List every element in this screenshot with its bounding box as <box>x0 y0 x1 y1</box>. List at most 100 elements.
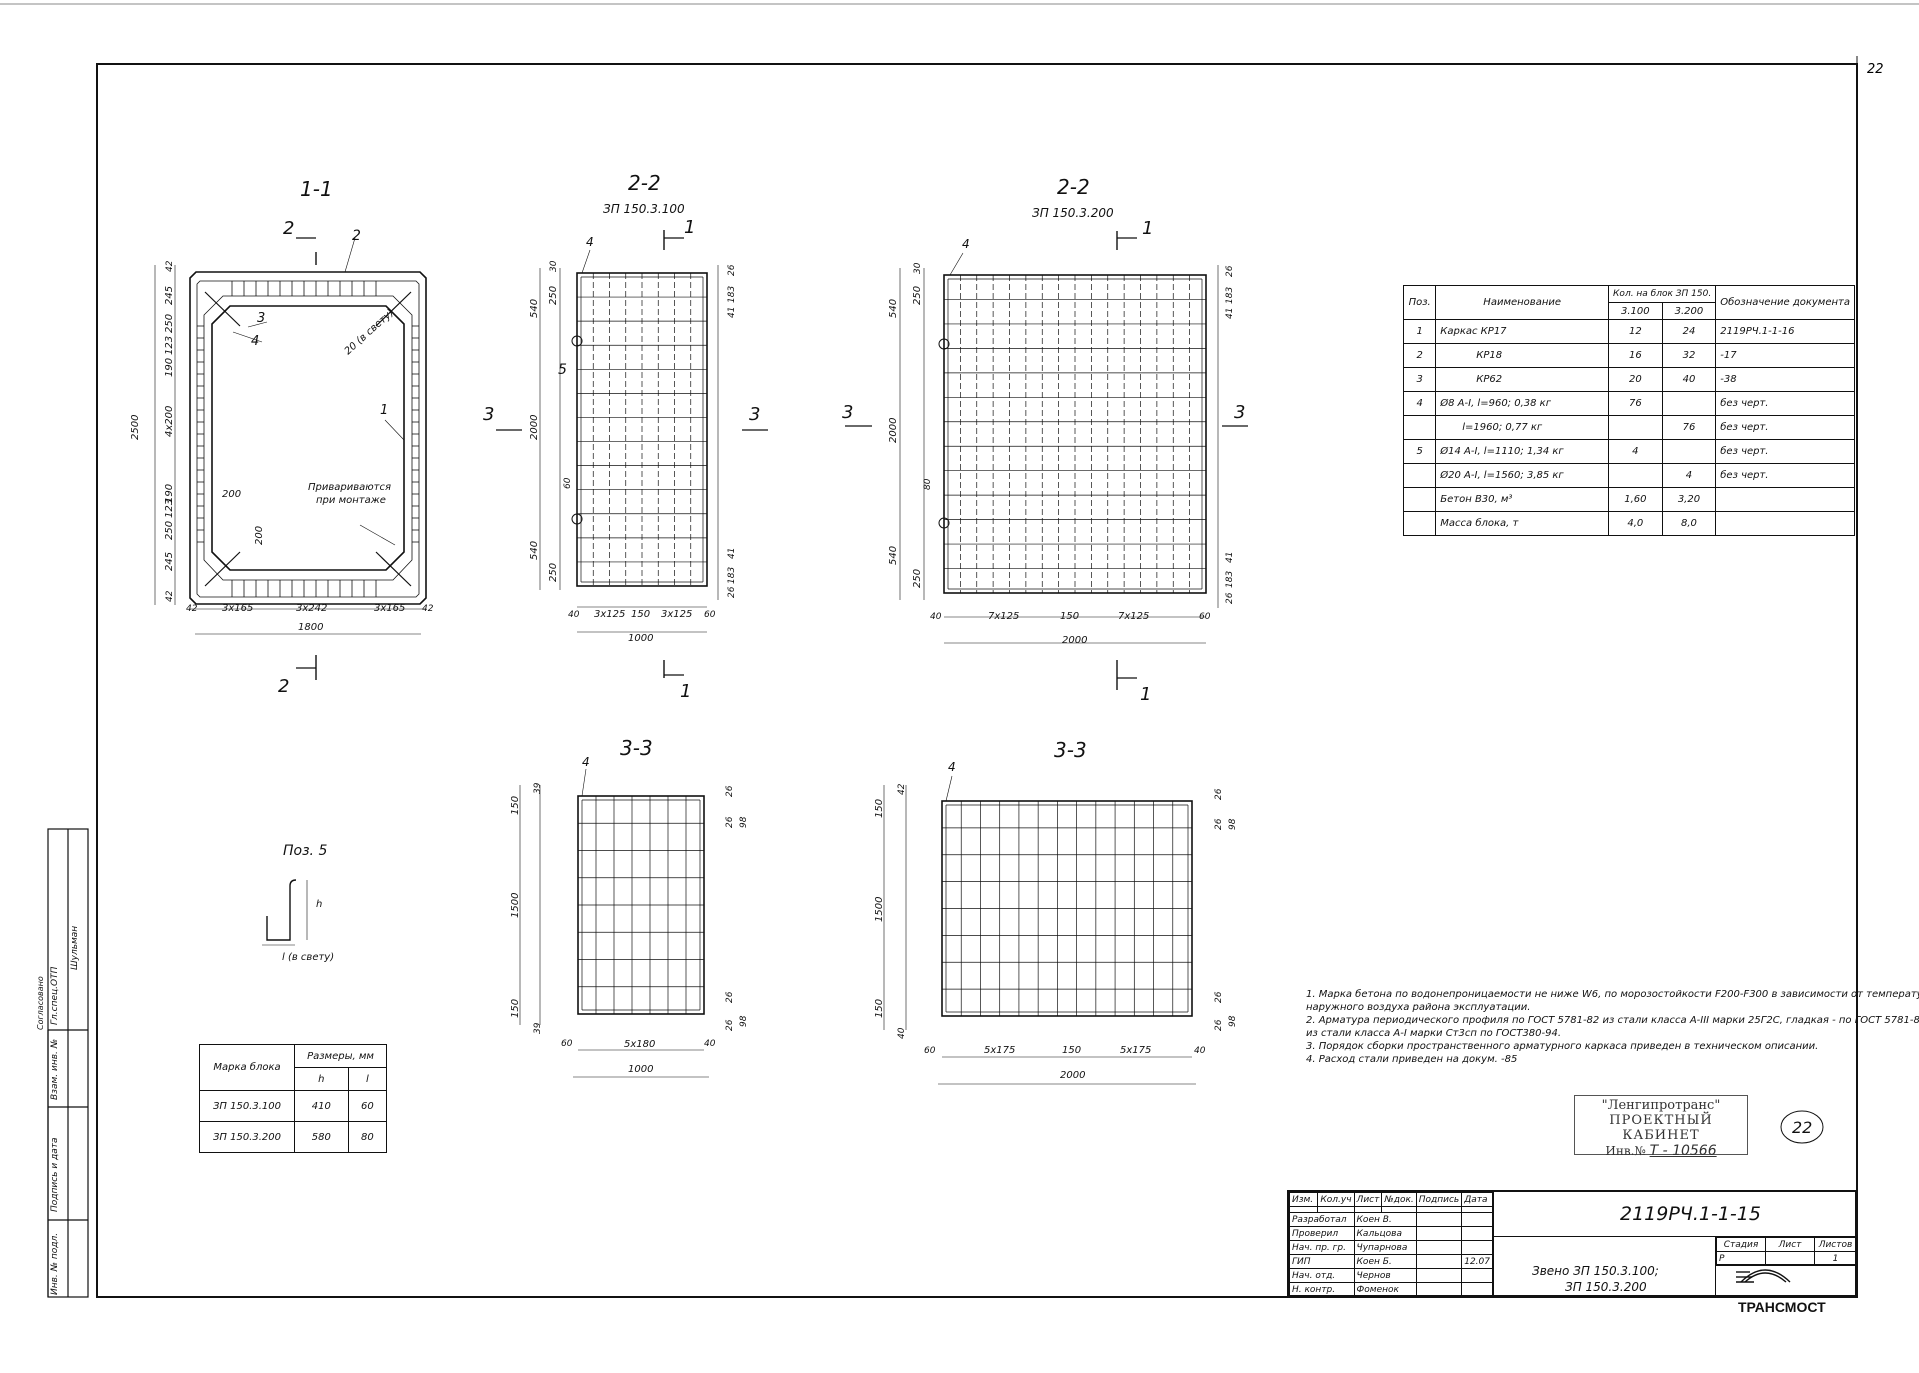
cut-3-left-a: 3 <box>483 404 494 425</box>
stamp-circle-number: 22 <box>1792 1118 1812 1137</box>
side-stamp-frame <box>47 828 89 1298</box>
spec-cell <box>1608 463 1663 488</box>
spec-cell: 20 <box>1608 367 1663 392</box>
spec-cell: 12 <box>1608 319 1663 344</box>
dimension-label: 190 <box>164 484 175 503</box>
section-3-3-large <box>883 775 1196 1085</box>
sizes-cell: 60 <box>347 1090 388 1122</box>
cut-3-right-b: 3 <box>1234 402 1245 423</box>
tb-cell: Разработал <box>1289 1212 1355 1227</box>
stamp-line-2: ПРОЕКТНЫЙ КАБИНЕТ <box>1609 1113 1713 1143</box>
tb-cell <box>1415 1268 1463 1283</box>
dimension-label: 3x242 <box>296 603 327 614</box>
note-line: 3. Порядок сборки пространственного арма… <box>1306 1041 1819 1052</box>
tb-cell <box>1415 1212 1463 1227</box>
dimension-label: 98 <box>739 816 749 828</box>
section-1-1 <box>154 237 427 680</box>
spec-cell: 4 <box>1661 463 1717 488</box>
dimension-label: 26 <box>1214 818 1224 830</box>
tb-header-cell: Дата <box>1461 1192 1493 1207</box>
dimension-label: 40 <box>704 1039 716 1049</box>
dimension-label: 150 <box>874 999 885 1018</box>
general-notes: 1. Марка бетона по водонепроницаемости н… <box>1306 988 1919 1066</box>
spec-cell: 24 <box>1661 319 1717 344</box>
dimension-label: 60 <box>924 1046 936 1056</box>
dimension-label: 39 <box>533 782 543 794</box>
sizes-cell: 410 <box>294 1090 349 1122</box>
section-2-2-large-sub: ЗП 150.3.200 <box>1032 206 1114 220</box>
dimension-label: 26 <box>1225 265 1235 277</box>
spec-cell: 3 <box>1402 367 1437 392</box>
dimension-label: 183 <box>1225 287 1235 304</box>
cut-3-left-b: 3 <box>842 402 853 423</box>
dimension-label: 98 <box>1228 1015 1238 1027</box>
title-block-signatures: Изм. Кол.уч Лист №док. Подпись Дата Разр… <box>1288 1192 1493 1297</box>
dimension-label: 3x165 <box>222 603 253 614</box>
spec-cell: Бетон В30, м³ <box>1435 487 1610 512</box>
spec-cell: без черт. <box>1715 391 1855 416</box>
dimension-label: 40 <box>568 610 580 620</box>
dim-total-w: 1800 <box>298 622 323 633</box>
dimension-label: 540 <box>529 299 540 318</box>
spec-cell: 76 <box>1608 391 1663 416</box>
drawing-title-2: ЗП 150.3.200 <box>1565 1280 1647 1294</box>
tb-header-cell: Подпись <box>1415 1192 1463 1207</box>
tb-cell <box>1461 1240 1493 1255</box>
spec-cell: КР62 <box>1435 367 1610 392</box>
spec-cell <box>1402 511 1437 536</box>
dimension-label: 123 <box>164 499 175 518</box>
dimension-label: 540 <box>888 299 899 318</box>
sheet-frame <box>0 3 1919 1298</box>
sheets-header: Листов <box>1814 1237 1857 1252</box>
spec-header-q1: 3.100 <box>1608 302 1663 320</box>
dimension-label: 5x175 <box>1120 1045 1151 1056</box>
dimension-label: 1500 <box>874 897 885 922</box>
dimension-label: 60 <box>563 477 573 489</box>
dimension-label: 150 <box>510 796 521 815</box>
table-row: Нач. отд.Чернов <box>1289 1268 1493 1283</box>
trans-most-logo <box>1736 1269 1791 1283</box>
spec-cell <box>1402 463 1437 488</box>
dimension-label: 123 <box>164 336 175 355</box>
side-name: Шульман <box>70 925 80 970</box>
tb-cell <box>1461 1268 1493 1283</box>
spec-cell: 40 <box>1661 367 1717 392</box>
section-1-1-title: 1-1 <box>300 177 333 201</box>
dimension-label: 26 <box>1214 991 1224 1003</box>
spec-cell: 5 <box>1402 439 1437 464</box>
note-line: 1. Марка бетона по водонепроницаемости н… <box>1306 989 1919 1000</box>
tb-cell: 12.07 <box>1461 1254 1493 1269</box>
dimension-label: 250 <box>548 286 559 305</box>
dimension-label: 540 <box>888 546 899 565</box>
dimension-label: 40 <box>1194 1046 1206 1056</box>
dimension-label: 245 <box>164 552 175 571</box>
tb-divider-v2 <box>1715 1236 1716 1297</box>
dimension-label: 26 <box>1214 1019 1224 1031</box>
spec-cell: 1 <box>1402 319 1437 344</box>
sizes-table: Марка блока Размеры, мм h l ЗП 150.3.100… <box>199 1044 388 1153</box>
note-line: 4. Расход стали приведен на докум. -85 <box>1306 1054 1518 1065</box>
sheet-header: Лист <box>1765 1237 1815 1252</box>
dimension-label: 80 <box>923 478 933 490</box>
dimension-label: 250 <box>912 286 923 305</box>
dimension-label: 1500 <box>510 893 521 918</box>
spec-cell <box>1661 391 1717 416</box>
spec-cell: 2 <box>1402 343 1437 368</box>
spec-cell: Каркас КР17 <box>1435 319 1610 344</box>
drawing-code: 2119РЧ.1-1-15 <box>1620 1203 1761 1225</box>
spec-header-q2: 3.200 <box>1661 302 1717 320</box>
tb-cell: Чернов <box>1353 1268 1417 1283</box>
pos-label-1: 1 <box>380 403 388 418</box>
dim-total-h: 2500 <box>130 415 141 440</box>
dimension-label: 41 <box>1225 552 1235 563</box>
dimension-label: 42 <box>186 604 198 614</box>
stage-table: Стадия Лист Листов Р 1 <box>1716 1237 1857 1266</box>
dimension-label: 3x165 <box>374 603 405 614</box>
